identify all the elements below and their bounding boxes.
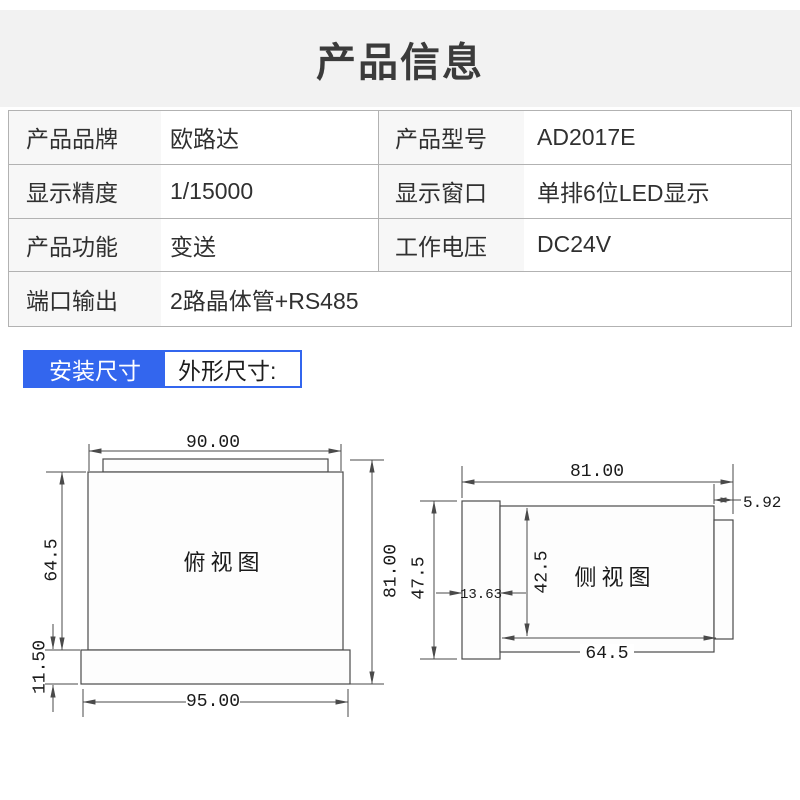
spec-label-display: 显示窗口 <box>378 164 524 218</box>
table-row: 产品功能 变送 工作电压 DC24V <box>9 218 791 273</box>
side-view-label: 侧视图 <box>574 566 655 591</box>
dim-top-view-height-total: 81.00 <box>350 459 401 685</box>
top-view-base <box>80 649 351 685</box>
spec-value-brand: 欧路达 <box>170 126 239 153</box>
side-view-rear-tab <box>713 519 734 640</box>
dim-top-view-height-base: 11.50 <box>30 624 78 712</box>
dim-label-width-panel: 13.63 <box>460 587 502 603</box>
spec-value-precision: 1/15000 <box>170 177 254 204</box>
spec-value-display: 单排6位LED显示 <box>537 180 710 207</box>
dim-label-width-base: 95.00 <box>186 692 240 712</box>
dim-label-width-top: 90.00 <box>186 433 240 453</box>
top-view-top-strip <box>102 458 329 473</box>
spec-value-model: AD2017E <box>537 123 636 150</box>
spec-label-function: 产品功能 <box>9 218 161 272</box>
dimension-drawings: 90.00 64.5 11.50 81.00 <box>30 433 781 717</box>
dim-label-height-total-side: 47.5 <box>409 556 429 599</box>
dim-label-height-body-side: 42.5 <box>532 550 552 593</box>
dim-side-view-width-body: 64.5 <box>501 635 717 664</box>
spec-label-precision: 显示精度 <box>9 164 161 218</box>
dim-side-view-width-total: 81.00 <box>461 462 734 514</box>
section-install-dimensions: 安装尺寸 外形尺寸: <box>23 350 303 388</box>
section-badge: 安装尺寸 <box>25 352 165 386</box>
top-view-drawing: 90.00 64.5 11.50 81.00 <box>30 433 401 717</box>
spec-label-model: 产品型号 <box>378 111 524 164</box>
dim-label-width-total: 81.00 <box>570 462 624 482</box>
side-view-drawing: 81.00 5.92 47.5 13.63 <box>409 462 781 664</box>
top-view-body <box>87 471 344 651</box>
table-row: 显示精度 1/15000 显示窗口 单排6位LED显示 <box>9 164 791 219</box>
dim-top-view-width-top: 90.00 <box>88 433 342 471</box>
page-header: 产品信息 <box>0 10 800 107</box>
table-row: 产品品牌 欧路达 产品型号 AD2017E <box>9 111 791 165</box>
dim-label-height-base: 11.50 <box>30 640 50 694</box>
spec-value-function: 变送 <box>170 233 216 260</box>
spec-table: 产品品牌 欧路达 产品型号 AD2017E 显示精度 1/15000 显示窗口 … <box>8 110 792 327</box>
section-subtitle: 外形尺寸: <box>165 352 301 386</box>
dim-label-depth-notch: 5.92 <box>743 494 781 512</box>
dim-side-view-depth-notch: 5.92 <box>713 484 781 512</box>
spec-value-voltage: DC24V <box>537 231 612 258</box>
dim-label-height-total: 81.00 <box>381 544 401 598</box>
dim-label-height-body: 64.5 <box>42 538 62 581</box>
spec-label-brand: 产品品牌 <box>9 111 161 164</box>
dim-top-view-width-base: 95.00 <box>82 689 349 717</box>
side-view-body <box>499 505 715 653</box>
spec-label-voltage: 工作电压 <box>378 218 524 272</box>
dim-side-view-height-total: 47.5 <box>409 500 457 660</box>
dim-side-view-width-panel: 13.63 <box>436 587 526 603</box>
page-title: 产品信息 <box>316 40 484 85</box>
dim-side-view-height-body: 42.5 <box>524 507 552 637</box>
dim-label-width-body: 64.5 <box>585 644 628 664</box>
side-view-front-panel <box>461 500 501 660</box>
spec-value-output: 2路晶体管+RS485 <box>170 288 359 315</box>
dim-top-view-height-body: 64.5 <box>42 471 86 651</box>
spec-label-output: 端口输出 <box>9 272 161 326</box>
top-view-label: 俯视图 <box>183 551 264 576</box>
table-row: 端口输出 2路晶体管+RS485 <box>9 272 791 326</box>
